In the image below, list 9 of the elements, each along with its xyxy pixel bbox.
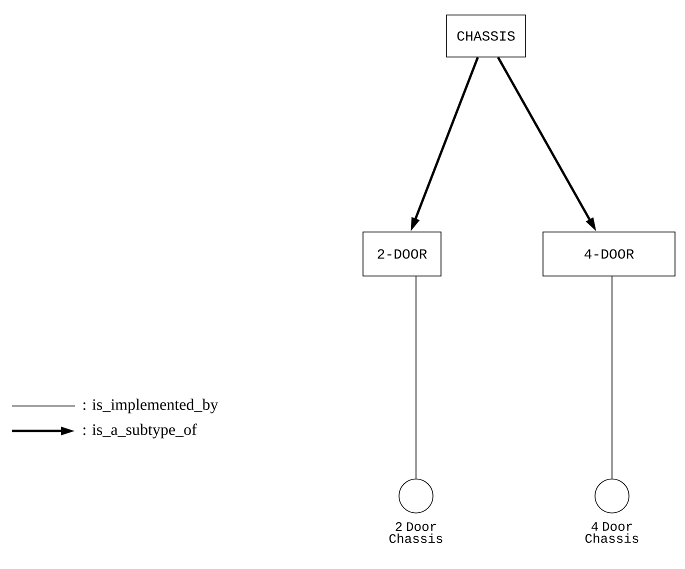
entity-box: 2-DOOR <box>362 232 442 276</box>
legend-text: : is_a_subtype_of <box>83 424 197 438</box>
legend-text: : is_implemented_by <box>83 398 218 414</box>
entity-box: 4-DOOR <box>542 232 676 276</box>
circle-symbol <box>398 478 434 514</box>
circle-symbol <box>594 478 630 514</box>
node-caption: 2 Door Chassis <box>389 522 442 543</box>
entity-box: CHASSIS <box>446 14 526 58</box>
node-caption: 4 Door Chassis <box>585 522 638 543</box>
